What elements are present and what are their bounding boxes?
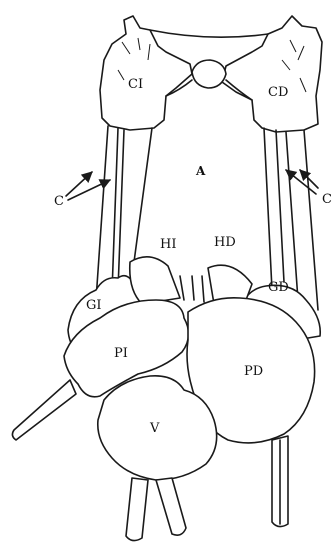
label-c-right: C [322, 192, 332, 207]
central-knob [192, 60, 226, 88]
label-pd: PD [244, 364, 263, 379]
label-hi: HI [160, 237, 176, 252]
right-rod-3 [286, 132, 298, 300]
right-rod-2 [276, 130, 284, 282]
pi-left-rod [12, 380, 76, 440]
v-bottom-rod-left [126, 478, 148, 541]
hi-hd-lines [180, 276, 204, 302]
left-rod-2 [112, 128, 118, 292]
label-gd: GD [268, 280, 289, 295]
cd-block [222, 16, 322, 132]
label-pi: PI [114, 346, 128, 361]
label-hd: HD [214, 235, 236, 250]
left-rod-1 [96, 126, 108, 300]
right-rod-4 [304, 130, 318, 310]
label-c-left: C [54, 194, 64, 209]
hi-part [130, 257, 180, 304]
arrow-c-left-1 [66, 172, 92, 196]
right-rod-1 [264, 128, 272, 290]
label-a: A [195, 164, 206, 178]
label-v: V [149, 421, 160, 436]
v-bottom-rod-right [156, 478, 186, 535]
label-gi: GI [86, 298, 102, 313]
label-ci: CI [128, 77, 143, 92]
label-cd: CD [268, 85, 288, 100]
top-arch [150, 30, 268, 37]
left-rod-4 [134, 128, 152, 262]
left-rod-3 [118, 130, 124, 290]
ci-block [100, 16, 192, 130]
